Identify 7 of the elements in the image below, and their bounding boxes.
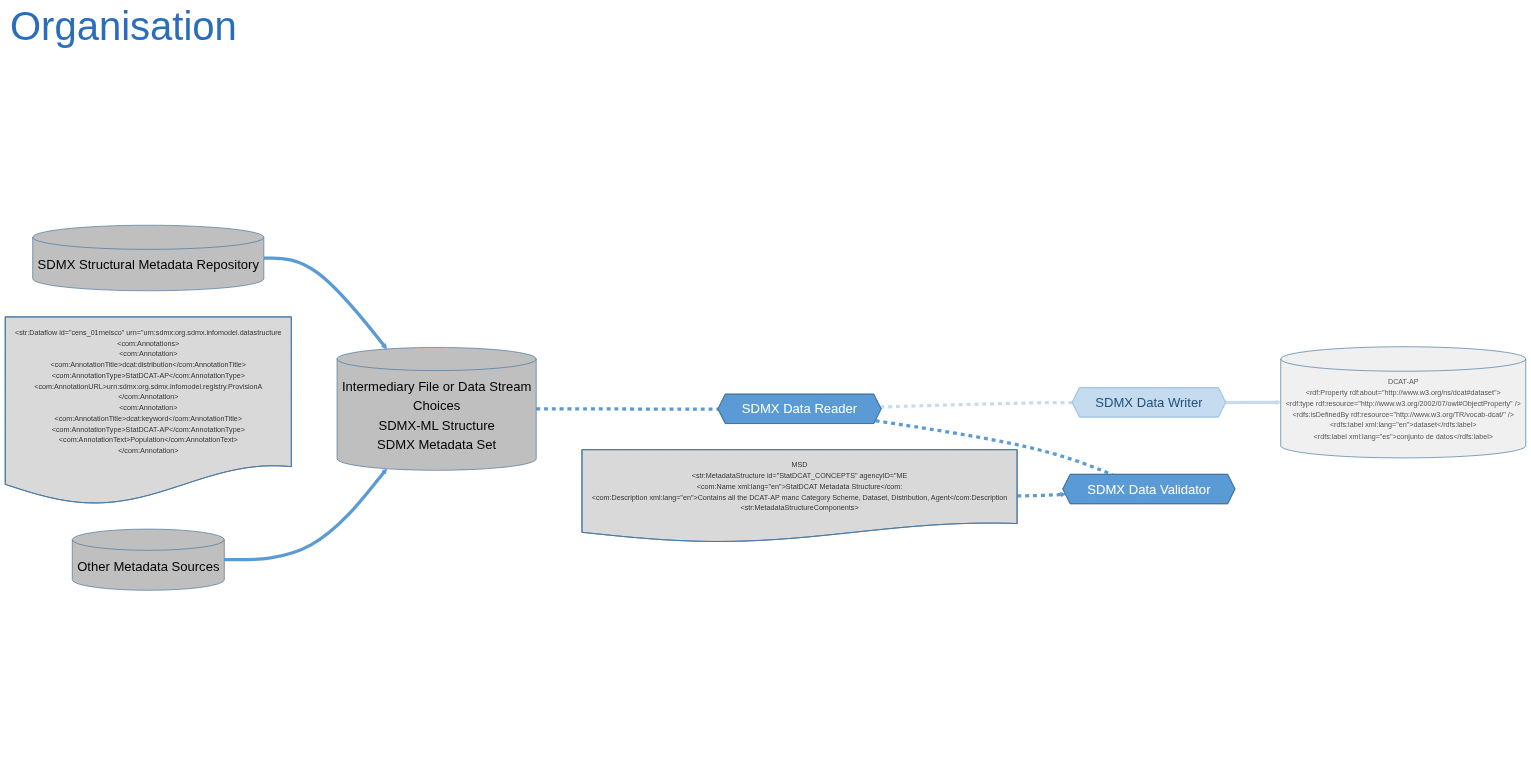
arrow <box>1017 491 1066 498</box>
connector <box>536 407 719 412</box>
connector <box>880 401 1073 409</box>
arrow <box>1226 399 1281 406</box>
arrow <box>224 468 388 562</box>
diagram-title: Organisation <box>10 4 238 50</box>
arrow <box>263 256 388 350</box>
